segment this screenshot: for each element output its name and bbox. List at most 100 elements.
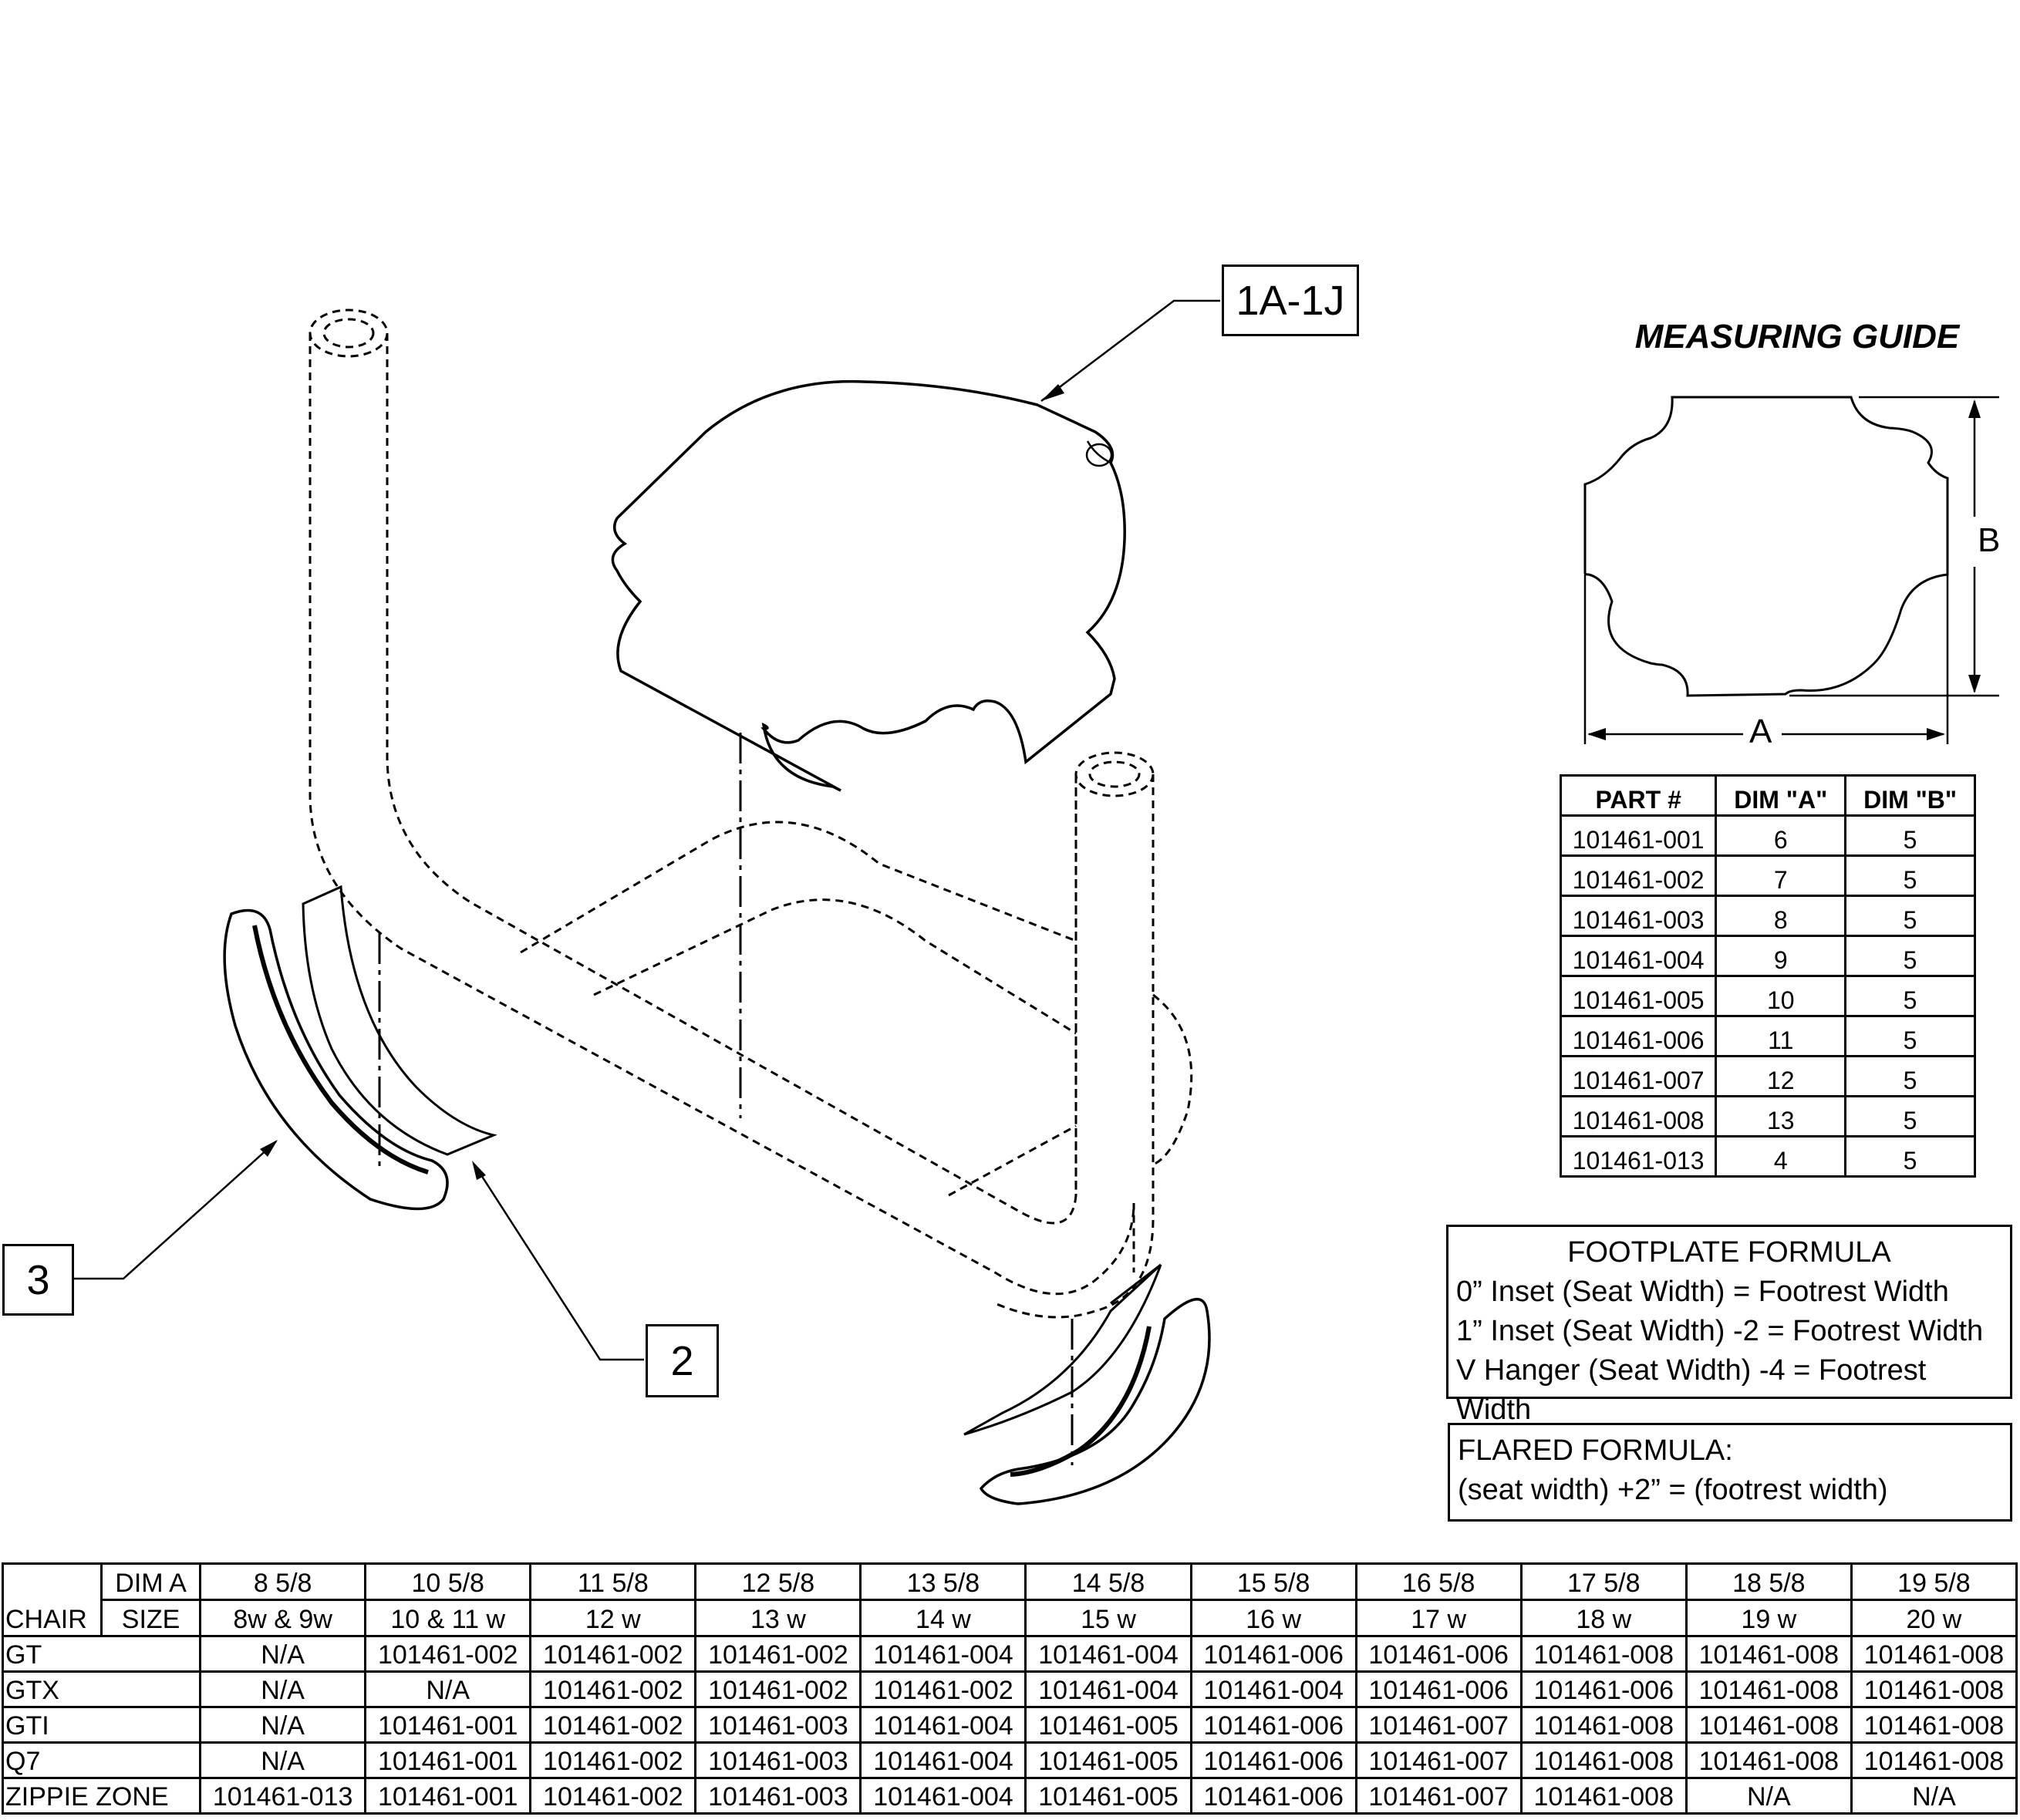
dim-value: 15 5/8 [1189, 1562, 1357, 1601]
chair-name: GTI [1, 1706, 202, 1744]
part-cell: 101461-008 [1519, 1706, 1688, 1744]
part-cell: 101461-002 [529, 1635, 697, 1673]
size-row: CHAIR SIZE 8w & 9w 10 & 11 w 12 w 13 w 1… [1, 1599, 2018, 1637]
dim-value: 19 5/8 [1850, 1562, 2018, 1601]
center-lines [378, 733, 1074, 1465]
size-label: SIZE [100, 1599, 202, 1637]
size-value: 12 w [529, 1599, 697, 1637]
dim-b-value: 5 [1844, 854, 1976, 897]
dim-value: 17 5/8 [1519, 1562, 1688, 1601]
part-cell: 101461-001 [364, 1706, 532, 1744]
part-cell: 101461-013 [199, 1777, 367, 1815]
footplate-formula-box: FOOTPLATE FORMULA 0” Inset (Seat Width) … [1446, 1225, 2012, 1426]
dim-b-value: 5 [1844, 975, 1976, 1017]
part-cell: 101461-008 [1684, 1706, 1853, 1744]
dim-a-row: DIM A 8 5/8 10 5/8 11 5/8 12 5/8 13 5/8 … [1, 1562, 2018, 1601]
size-value: 17 w [1354, 1599, 1523, 1637]
dim-a-value: 11 [1715, 1015, 1847, 1057]
flared-formula-title: FLARED FORMULA: [1458, 1434, 1733, 1467]
part-cell: 101461-006 [1189, 1635, 1357, 1673]
chair-name: ZIPPIE ZONE [1, 1777, 202, 1815]
chair-name: GTX [1, 1670, 202, 1708]
dim-a-value: 6 [1715, 814, 1847, 857]
header-dim-b: DIM "B" [1844, 774, 1976, 817]
part-cell: 101461-006 [1189, 1777, 1357, 1815]
part-cell: 101461-006 [1354, 1670, 1523, 1708]
part-cell: 101461-004 [1189, 1670, 1357, 1708]
part-cell: 101461-008 [1850, 1741, 2018, 1779]
corner-cell [1, 1562, 103, 1600]
part-cell: 101461-002 [694, 1635, 862, 1673]
pad-part-2 [302, 885, 497, 1156]
size-value: 8w & 9w [199, 1599, 367, 1637]
chair-size-table: DIM A 8 5/8 10 5/8 11 5/8 12 5/8 13 5/8 … [1, 1562, 2018, 1815]
part-cell: 101461-003 [694, 1741, 862, 1779]
part-number: 101461-002 [1559, 854, 1718, 897]
dim-a-value: 9 [1715, 935, 1847, 977]
part-cell: 101461-002 [529, 1706, 697, 1744]
part-cell: 101461-002 [859, 1670, 1027, 1708]
dim-a-value: 8 [1715, 895, 1847, 937]
dim-b-value: 5 [1844, 1095, 1976, 1138]
part-cell: 101461-004 [1024, 1670, 1192, 1708]
dim-b-value: 5 [1844, 1015, 1976, 1057]
part-cell: 101461-008 [1684, 1635, 1853, 1673]
dim-b-value: 5 [1844, 895, 1976, 937]
chair-name: Q7 [1, 1741, 202, 1779]
part-cell: 101461-004 [1024, 1635, 1192, 1673]
pad-right-upper [963, 1263, 1162, 1436]
table-row: GT N/A 101461-002 101461-002 101461-002 … [1, 1635, 2018, 1673]
dim-a-value: 12 [1715, 1055, 1847, 1097]
table-row: ZIPPIE ZONE 101461-013 101461-001 101461… [1, 1777, 2018, 1815]
part-number: 101461-005 [1559, 975, 1718, 1017]
dim-a-value: 10 [1715, 975, 1847, 1017]
part-cell: 101461-002 [529, 1741, 697, 1779]
part-number: 101461-003 [1559, 895, 1718, 937]
part-cell: 101461-007 [1354, 1777, 1523, 1815]
footplate-formula-title: FOOTPLATE FORMULA [1567, 1236, 1891, 1269]
part-cell: 101461-007 [1354, 1741, 1523, 1779]
dim-b-value: 5 [1844, 1135, 1976, 1178]
part-cell: 101461-008 [1850, 1670, 2018, 1708]
part-cell: 101461-002 [529, 1777, 697, 1815]
part-cell: 101461-008 [1519, 1777, 1688, 1815]
size-value: 13 w [694, 1599, 862, 1637]
part-number: 101461-006 [1559, 1015, 1718, 1057]
part-cell: 101461-001 [364, 1777, 532, 1815]
dim-value: 8 5/8 [199, 1562, 367, 1601]
dim-value: 14 5/8 [1024, 1562, 1192, 1601]
part-cell: 101461-004 [859, 1741, 1027, 1779]
part-cell: 101461-004 [859, 1777, 1027, 1815]
part-cell: 101461-006 [1189, 1741, 1357, 1779]
size-value: 10 & 11 w [364, 1599, 532, 1637]
part-cell: 101461-008 [1850, 1635, 2018, 1673]
leader-lines [73, 299, 1220, 1361]
part-cell: 101461-006 [1519, 1670, 1688, 1708]
size-value: 16 w [1189, 1599, 1357, 1637]
dim-a-value: 7 [1715, 854, 1847, 897]
part-cell: 101461-005 [1024, 1706, 1192, 1744]
dim-value: 11 5/8 [529, 1562, 697, 1601]
formula-line: 1” Inset (Seat Width) -2 = Footrest Widt… [1456, 1315, 1984, 1347]
size-value: 20 w [1850, 1599, 2018, 1637]
size-value: 19 w [1684, 1599, 1853, 1637]
part-cell: 101461-002 [694, 1670, 862, 1708]
measuring-guide-title: MEASURING GUIDE [1634, 318, 1960, 356]
part-cell: 101461-001 [364, 1741, 532, 1779]
dim-b-value: 5 [1844, 935, 1976, 977]
part-cell: 101461-008 [1850, 1706, 2018, 1744]
part-cell: 101461-003 [694, 1777, 862, 1815]
pad-part-3 [223, 908, 449, 1211]
dim-value: 18 5/8 [1684, 1562, 1853, 1601]
part-cell: 101461-008 [1684, 1670, 1853, 1708]
pad-right-lower [979, 1298, 1211, 1505]
part-cell: 101461-008 [1684, 1741, 1853, 1779]
part-cell: 101461-006 [1354, 1635, 1523, 1673]
